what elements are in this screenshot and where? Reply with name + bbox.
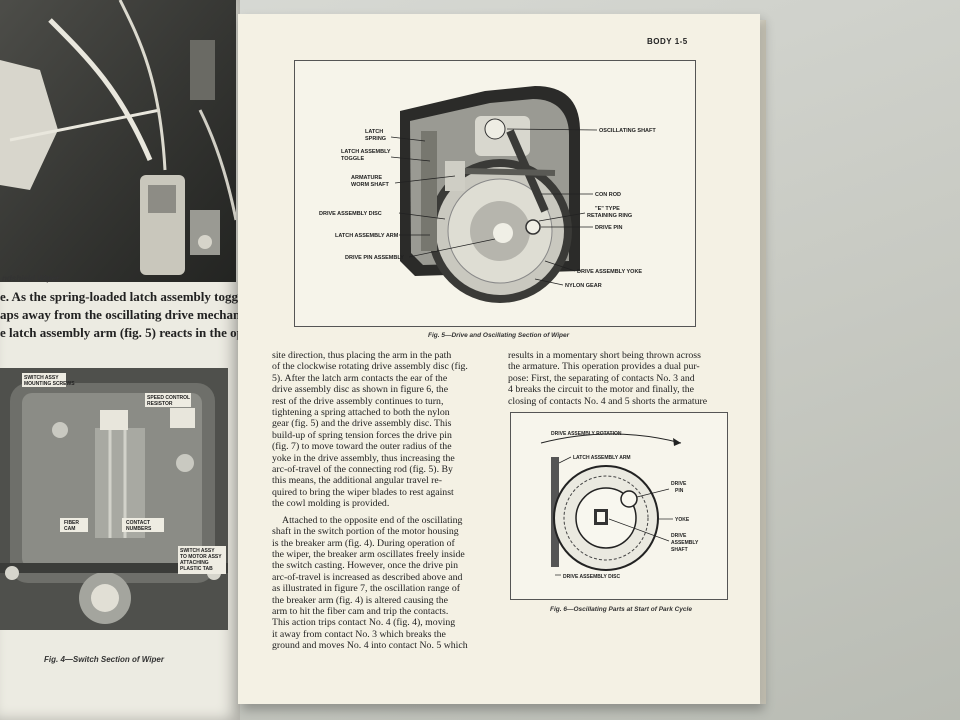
text-line: it away from contact No. 3 which breaks …	[272, 628, 446, 640]
fig6-label: DRIVE	[671, 533, 687, 539]
fig5-label: CON ROD	[595, 192, 621, 198]
text-line: 4 breaks the circuit to the motor and fi…	[508, 384, 694, 396]
wiper-wiring-photo	[0, 0, 236, 282]
text-line: is the breaker arm (fig. 4). During oper…	[272, 537, 455, 549]
text-line: tightening a spring attached to both the…	[272, 407, 450, 419]
photo-label: SWITCH ASSY	[24, 375, 59, 381]
left-top-photo	[0, 0, 236, 282]
text-line: Attached to the opposite end of the osci…	[282, 514, 463, 526]
photo-label: FIBER	[64, 520, 79, 526]
text-line: (fig. 7) to move toward the outer radius…	[272, 441, 452, 453]
text-line: the wiper, the breaker arm oscillates fr…	[272, 548, 465, 560]
text-line: gear (fig. 5) and the drive assembly dis…	[272, 418, 452, 430]
text-line: yoke in the drive assembly, thus increas…	[272, 452, 455, 464]
text-line: arc-of-travel of the connecting rod (fig…	[272, 464, 453, 476]
text-line: the switch casting. However, once the dr…	[272, 560, 458, 572]
text-line: ground and moves No. 4 into contact No. …	[272, 640, 468, 652]
fig5-label: LATCH	[365, 129, 383, 135]
fig6-figure: DRIVE ASSEMBLY ROTATION LATCH ASSEMBLY A…	[510, 412, 728, 600]
oscillating-parts-diagram: DRIVE ASSEMBLY ROTATION LATCH ASSEMBLY A…	[540, 431, 699, 580]
switch-section-photo: SWITCH ASSY MOUNTING SCREWS SPEED CONTRO…	[0, 368, 228, 630]
photo-label: SPEED CONTROL	[147, 395, 190, 401]
fig5-label: LATCH ASSEMBLY ARM	[335, 233, 399, 239]
text-line: quired to bring the wiper blades to rest…	[272, 486, 454, 498]
fig6-label: YOKE	[675, 517, 690, 523]
fig5-label: ARMATURE	[351, 175, 382, 181]
fig5-label: OSCILLATING SHAFT	[599, 128, 656, 134]
fig6-label: ASSEMBLY	[671, 540, 699, 546]
fig5-label: DRIVE ASSEMBLY DISC	[319, 211, 382, 217]
fig6-label: DRIVE	[671, 481, 687, 487]
text-line: the breaker arm (fig. 4) is altered caus…	[272, 594, 448, 606]
left-page: ndshield Wiper e. As the spring-loaded l…	[0, 0, 240, 720]
text-line: rest of the drive assembly continues to …	[272, 395, 444, 407]
fig6-label: DRIVE ASSEMBLY ROTATION	[551, 431, 622, 437]
text-column-2: results in a momentary short being throw…	[508, 350, 733, 407]
text-line: as illustrated in figure 7, the oscillat…	[272, 583, 460, 595]
photo-label: PLASTIC TAB	[180, 566, 213, 572]
page-stack-edge	[760, 20, 766, 704]
fig5-label: DRIVE PIN	[595, 225, 623, 231]
text-line: of the clockwise rotating drive assembly…	[272, 361, 468, 373]
photo-label: MOUNTING SCREWS	[24, 381, 75, 387]
fig5-label: NYLON GEAR	[565, 283, 602, 289]
fig5-figure: LATCH SPRING LATCH ASSEMBLY TOGGLE ARMAT…	[294, 60, 696, 327]
left-text-line: e latch assembly arm (fig. 5) reacts in …	[0, 325, 240, 340]
photo-label: CAM	[64, 526, 75, 532]
fig5-label: WORM SHAFT	[351, 182, 390, 188]
fig6-label: SHAFT	[671, 547, 688, 553]
fig5-label: LATCH ASSEMBLY	[341, 149, 391, 155]
fig4-caption: Fig. 4—Switch Section of Wiper	[44, 655, 164, 664]
fig6-caption: Fig. 6—Oscillating Parts at Start of Par…	[550, 606, 692, 613]
switch-assembly-image: SWITCH ASSY MOUNTING SCREWS SPEED CONTRO…	[0, 368, 228, 630]
text-line: closing of contacts No. 4 and 5 shorts t…	[508, 395, 708, 407]
fig6-label: LATCH ASSEMBLY ARM	[573, 455, 631, 461]
fig6-label: PIN	[675, 488, 684, 494]
text-line: the armature. This operation provides a …	[508, 361, 700, 373]
photo-label: SWITCH ASSY	[180, 548, 215, 554]
drive-section-diagram: LATCH SPRING LATCH ASSEMBLY TOGGLE ARMAT…	[319, 86, 656, 303]
text-line: drive assembly disc as shown in figure 6…	[272, 384, 449, 396]
fig5-label: TOGGLE	[341, 156, 364, 162]
photo-label: ATTACHING	[180, 560, 209, 566]
photo-label: NUMBERS	[126, 526, 152, 532]
fig5-label: "E" TYPE	[595, 206, 620, 212]
text-line: this means, the additional angular trave…	[272, 475, 443, 487]
left-text-line: e. As the spring-loaded latch assembly t…	[0, 289, 238, 304]
fig6-label: DRIVE ASSEMBLY DISC	[563, 574, 620, 580]
text-line: 5). After the latch arm contacts the ear…	[272, 372, 448, 384]
text-line: results in a momentary short being throw…	[508, 350, 701, 361]
fig5-caption: Fig. 5—Drive and Oscillating Section of …	[428, 332, 570, 339]
photo-label: CONTACT	[126, 520, 150, 526]
text-line: arc-of-travel is increased as described …	[272, 571, 463, 583]
fig5-label: RETAINING RING	[587, 213, 632, 219]
fig5-label: SPRING	[365, 136, 386, 142]
fig5-label: DRIVE PIN ASSEMBLY	[345, 255, 404, 261]
text-column-1: site direction, thus placing the arm in …	[272, 350, 494, 652]
text-line: the cowl molding is provided.	[272, 498, 390, 510]
fig5-label: DRIVE ASSEMBLY YOKE	[577, 269, 642, 275]
left-subcaption: ndshield Wiper	[2, 274, 60, 283]
left-text-line: aps away from the oscillating drive mech…	[0, 307, 240, 322]
text-line: site direction, thus placing the arm in …	[272, 350, 452, 361]
text-line: pose: First, the separating of contacts …	[508, 372, 695, 384]
text-line: shaft in the switch portion of the motor…	[272, 526, 459, 538]
photo-label: RESISTOR	[147, 401, 173, 407]
text-line: build-up of spring tension forces the dr…	[272, 429, 452, 441]
text-line: arm to hit the fiber cam and trip the co…	[272, 605, 449, 617]
page-header: BODY 1-5	[647, 37, 688, 46]
photo-label: TO MOTOR ASSY	[180, 554, 222, 560]
text-line: This action trips contact No. 4 (fig. 4)…	[272, 617, 456, 629]
